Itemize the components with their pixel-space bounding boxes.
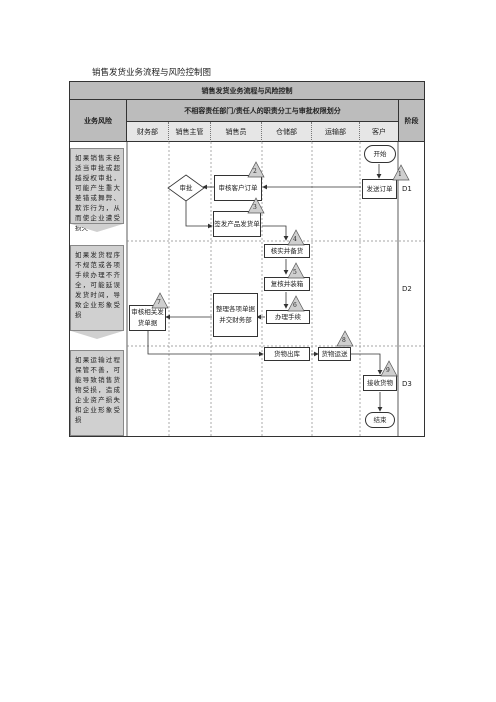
column-sales-manager: 销售主管	[169, 122, 211, 142]
receive-node: 接收货物	[363, 375, 397, 391]
review-docs-node: 审核相关发货单据	[129, 305, 166, 331]
risk-arrow-1	[71, 224, 123, 232]
ship-out-node: 货物出库	[264, 347, 310, 361]
step-8: 8	[342, 337, 346, 344]
approve-decision	[167, 174, 205, 202]
risk-column-header: 业务风险	[70, 100, 127, 142]
flowchart-title: 销售发货业务流程与风险控制	[70, 82, 424, 100]
step-5: 5	[293, 269, 297, 276]
step-6: 6	[293, 302, 297, 309]
column-transport: 运输部	[312, 122, 360, 142]
document-title: 销售发货业务流程与风险控制图	[92, 68, 212, 78]
column-warehouse: 仓储部	[262, 122, 312, 142]
start-node: 开始	[364, 145, 396, 163]
flowchart-frame	[69, 81, 425, 437]
column-salesperson: 销售员	[211, 122, 262, 142]
verify-stock-node: 核实并备货	[264, 244, 310, 258]
transport-node: 货物运送	[318, 347, 351, 361]
column-customer: 客户	[360, 122, 398, 142]
risk-transport: 如果运输过程保管不善，可能导致销售货物受损，造成企业资产损失和企业形象受损	[70, 350, 124, 436]
column-finance: 财务部	[127, 122, 169, 142]
step-1: 1	[398, 171, 402, 178]
stage-d1: D1	[402, 185, 412, 193]
recheck-pack-node: 复核并装箱	[264, 277, 310, 291]
step-7: 7	[157, 299, 161, 306]
risk-approval: 如果销售未经适当审批或超越授权审批，可能产生重大差错或舞弊、欺诈行为，从而使企业…	[70, 148, 124, 232]
stage-column-header: 阶段	[398, 100, 424, 142]
step-3: 3	[253, 204, 257, 211]
issue-bill-node: 签发产品发货单	[213, 211, 261, 237]
step-4: 4	[293, 236, 297, 243]
organize-docs-node: 整理各项单据并交财务部	[213, 293, 258, 337]
review-order-node: 审核客户订单	[214, 175, 262, 201]
responsibility-header: 不相容责任部门/责任人的职责分工与审批权限划分	[127, 100, 398, 122]
step-9: 9	[386, 367, 390, 374]
step-2: 2	[253, 168, 257, 175]
stage-d3: D3	[402, 380, 412, 388]
stage-d2: D2	[402, 285, 412, 293]
send-order-node: 发送订单	[362, 179, 397, 199]
risk-arrow-2	[71, 331, 123, 339]
risk-shipping-procedure: 如果发货程序不规范或各项手续办理不齐全，可能延误发货时间，导致企业形象受损	[70, 245, 124, 331]
end-node: 结束	[365, 412, 395, 428]
approve-label: 审批	[179, 184, 193, 192]
